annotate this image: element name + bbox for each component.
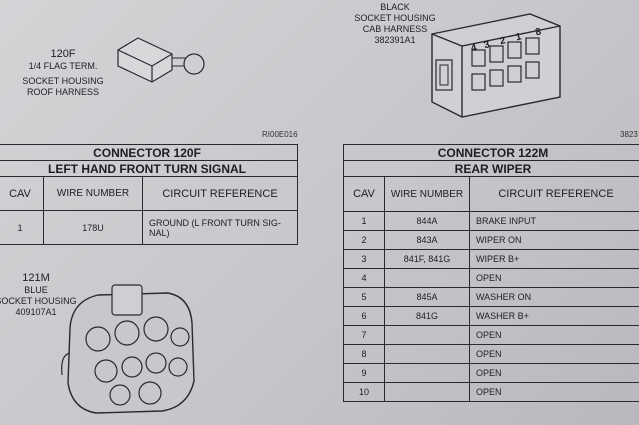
wire-cell: 845A: [384, 287, 470, 307]
circuit-cell: WIPER ON: [469, 230, 639, 250]
table-row: 2 843A WIPER ON: [343, 230, 639, 250]
table-122m-header-wire: WIRE NUMBER: [384, 176, 470, 212]
cav-cell: 8: [343, 344, 385, 364]
connector-120f-label: 120F 1/4 FLAG TERM. SOCKET HOUSING ROOF …: [8, 48, 118, 98]
circuit-cell: OPEN: [469, 344, 639, 364]
cav-cell: 1: [343, 211, 385, 231]
black-housing-label: BLACK SOCKET HOUSING CAB HARNESS 382391A…: [340, 2, 450, 46]
wire-cell: [384, 268, 470, 288]
circuit-cell: GROUND (L FRONT TURN SIG- NAL): [142, 210, 298, 245]
connector-120f-housing: SOCKET HOUSING: [22, 76, 104, 86]
connector-120f-harness: ROOF HARNESS: [26, 87, 99, 97]
table-row: 3 841F, 841G WIPER B+: [343, 249, 639, 269]
wire-cell: 841F, 841G: [384, 249, 470, 269]
table-122m-header-circuit: CIRCUIT REFERENCE: [469, 176, 639, 212]
black-housing-part: 382391A1: [374, 35, 416, 45]
table-120f-subtitle: LEFT HAND FRONT TURN SIGNAL: [0, 160, 298, 177]
circuit-cell: OPEN: [469, 363, 639, 383]
table-row: 10 OPEN: [343, 382, 639, 402]
connector-121m-part: 409107A1: [15, 307, 57, 317]
table-row: 5 845A WASHER ON: [343, 287, 639, 307]
circuit-cell: OPEN: [469, 268, 639, 288]
connector-120f-name: 120F: [50, 48, 76, 60]
ref-code-120f: RI00E016: [262, 130, 298, 139]
table-120f-header-circuit: CIRCUIT REFERENCE: [142, 176, 298, 211]
table-row: 6 841G WASHER B+: [343, 306, 639, 326]
table-row: 7 OPEN: [343, 325, 639, 345]
wire-cell: [384, 382, 470, 402]
cav-cell: 6: [343, 306, 385, 326]
wire-cell: 841G: [384, 306, 470, 326]
cav-cell: 2: [343, 230, 385, 250]
cav-cell: 7: [343, 325, 385, 345]
connector-121m-color: BLUE: [24, 285, 48, 295]
table-122m-header-cav: CAV: [343, 176, 385, 212]
table-row: 4 OPEN: [343, 268, 639, 288]
table-120f-header-cav: CAV: [0, 176, 44, 211]
black-housing-socket: SOCKET HOUSING: [354, 13, 436, 23]
cav-cell: 3: [343, 249, 385, 269]
wire-cell: [384, 344, 470, 364]
circuit-cell: WASHER B+: [469, 306, 639, 326]
black-housing-harness: CAB HARNESS: [362, 24, 428, 34]
blue-socket-housing-drawing: [61, 284, 195, 414]
black-housing-color: BLACK: [380, 2, 410, 12]
pin-label: 8: [534, 26, 543, 39]
table-row: 1 844A BRAKE INPUT: [343, 211, 639, 231]
connector-120f-terminal: 1/4 FLAG TERM.: [28, 61, 98, 71]
pin-label: 3: [482, 39, 491, 52]
black-socket-housing-drawing: [431, 13, 561, 118]
connector-121m-label: 121M BLUE SOCKET HOUSING 409107A1: [0, 272, 78, 318]
table-122m-subtitle: REAR WIPER: [343, 160, 639, 177]
table-120f-header-wire: WIRE NUMBER: [43, 176, 143, 211]
table-row: 1 178U GROUND (L FRONT TURN SIG- NAL): [0, 210, 298, 245]
right-edge-code: 3823: [620, 130, 638, 139]
circuit-cell: BRAKE INPUT: [469, 211, 639, 231]
table-120f-title: CONNECTOR 120F: [0, 144, 298, 161]
pin-label: 1: [514, 31, 523, 44]
connector-120f-table: CONNECTOR 120F LEFT HAND FRONT TURN SIGN…: [0, 144, 298, 245]
wire-cell: 844A: [384, 211, 470, 231]
cav-cell: 1: [0, 210, 44, 245]
wire-cell: [384, 363, 470, 383]
table-row: 8 OPEN: [343, 344, 639, 364]
flag-terminal-drawing: [117, 37, 205, 83]
connector-121m-housing: SOCKET HOUSING: [0, 296, 77, 306]
circuit-cell: OPEN: [469, 382, 639, 402]
pin-label: 2: [498, 35, 507, 48]
wire-cell: 843A: [384, 230, 470, 250]
circuit-cell: WASHER ON: [469, 287, 639, 307]
wire-cell: [384, 325, 470, 345]
cav-cell: 5: [343, 287, 385, 307]
circuit-cell: OPEN: [469, 325, 639, 345]
cav-cell: 10: [343, 382, 385, 402]
connector-122m-table: CONNECTOR 122M REAR WIPER CAV WIRE NUMBE…: [343, 144, 639, 402]
table-122m-title: CONNECTOR 122M: [343, 144, 639, 161]
table-row: 9 OPEN: [343, 363, 639, 383]
wire-cell: 178U: [43, 210, 143, 245]
circuit-cell: WIPER B+: [469, 249, 639, 269]
cav-cell: 4: [343, 268, 385, 288]
connector-121m-name: 121M: [22, 272, 50, 284]
cav-cell: 9: [343, 363, 385, 383]
